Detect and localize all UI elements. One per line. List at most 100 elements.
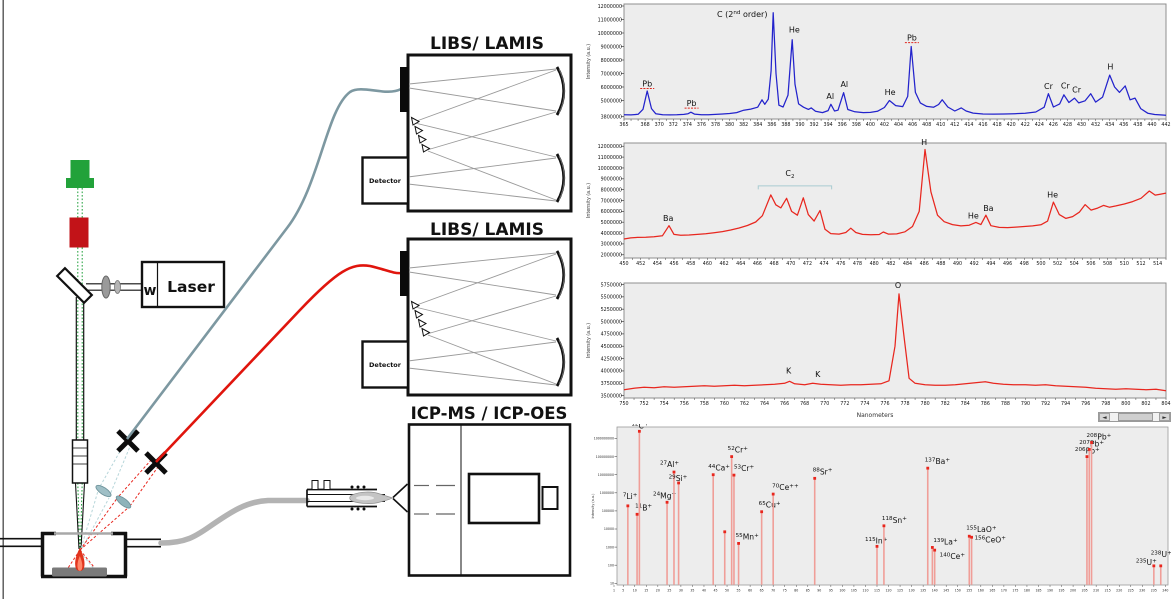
sample [52,567,107,577]
x-tick-label: 462 [719,261,728,267]
x-tick-label: 130 [909,589,915,593]
x-tick-label: 90 [817,589,821,593]
y-tick-label: 10000000 [598,166,622,172]
x-tick-label: 804 [1161,401,1170,407]
x-tick-label: 160 [978,589,984,593]
x-tick-label: 65 [760,589,764,593]
mass-peak-marker [665,500,669,504]
isotope-label: 238U+ [1151,550,1171,559]
fiber-to-spectrometer1 [125,87,402,440]
y-tick-label: 5500000 [601,295,622,301]
y-tick-label: 10000 [604,527,614,531]
y-tick-label: 1000000000 [594,437,614,441]
isotope-label: 55Mn+ [736,532,760,541]
isotope-label: 29Si+ [669,474,688,483]
x-tick-label: 758 [700,401,709,407]
wavelength-scrollbar[interactable]: ◄ ► [1098,412,1171,422]
x-tick-label: 125 [897,589,903,593]
x-tick-label: 784 [961,401,970,407]
plot-area [623,142,1167,259]
peak-annotation: H [921,138,927,147]
apparatus-diagram: w Laser [0,0,573,599]
fiber-coupler-uv [116,429,140,453]
peak-annotation: Al [840,80,848,89]
x-tick-label: 502 [1053,261,1062,267]
x-tick-label: 774 [860,401,869,407]
mass-peak-marker [933,548,937,552]
transfer-tube [158,497,310,546]
torch-gas-inlet1 [311,480,319,490]
beam-tube [75,297,85,440]
peak-annotation: K [815,370,821,379]
internal-beams [407,68,557,202]
y-tick-label: 11000000 [598,17,622,23]
laser-label: Laser [167,278,215,296]
peak-annotation: C (2nd order) [717,10,767,19]
isotope-label: 118Sn+ [882,516,907,525]
x-tick-label: 786 [981,401,990,407]
y-tick-label: 7000000 [601,71,622,77]
x-tick-label: 235 [1151,589,1157,593]
x-tick-label: 424 [1035,122,1044,128]
y-tick-label: 100 [608,563,614,567]
x-tick-label: 376 [697,122,706,128]
x-tick-label: 800 [1121,401,1130,407]
ion-detector [541,486,559,510]
x-tick-label: 756 [680,401,689,407]
x-tick-label: 15 [644,589,648,593]
isotope-label: 53Cr+ [734,464,755,473]
x-tick-label: 426 [1049,122,1058,128]
focusing-objective [71,439,89,484]
x-tick-label: 215 [1105,589,1111,593]
scroll-right-button[interactable]: ► [1159,413,1170,421]
x-tick-label: 488 [936,261,945,267]
peak-annotation: Al [826,92,834,101]
x-tick-label: 55 [737,589,741,593]
mass-peak-marker [813,476,817,480]
x-tick-label: 436 [1119,122,1128,128]
x-tick-label: 60 [748,589,752,593]
x-tick-label: 400 [866,122,875,128]
scrollbar-thumb[interactable] [1118,413,1153,421]
peak-annotation: He [1047,190,1058,199]
x-tick-label: 225 [1128,589,1134,593]
detector1-label: Detector [369,177,402,185]
mass-peak-marker [1085,455,1089,458]
detector-box [361,156,410,205]
isotope-label: 207Pb+ [1079,439,1104,448]
mass-peak-marker [637,429,641,433]
x-tick-label: 482 [886,261,895,267]
x-axis-title: Nanometers [857,412,894,419]
x-tick-label: 25 [667,589,671,593]
y-tick-label: 5000000 [601,98,622,104]
x-tick-label: 140 [932,589,938,593]
x-tick-label: 792 [1041,401,1050,407]
x-tick-label: 384 [753,122,762,128]
x-tick-label: 30 [679,589,683,593]
peak-annotation: He [968,211,979,220]
y-tick-label: 4000000 [601,369,622,375]
scroll-left-button[interactable]: ◄ [1099,413,1110,421]
mass-peak-marker [1159,564,1163,568]
y-tick-label: 5000000 [601,319,622,325]
ion-optics-dashes [414,484,455,515]
peak-annotation: Cr [1072,85,1082,94]
fiber-to-spectrometer2 [155,264,402,463]
peak-annotation: Cr [1044,82,1054,91]
turning-mirror [55,266,94,305]
plot-area [623,3,1167,120]
x-tick-label: 105 [851,589,857,593]
peak-annotation: Ba [663,214,673,223]
x-tick-label: 372 [669,122,678,128]
aerosol-outlet-pipe [126,538,161,548]
x-tick-label: 506 [1086,261,1095,267]
y-tick-label: 12000000 [598,4,622,10]
x-tick-label: 434 [1105,122,1114,128]
scrollbar-track[interactable] [1110,413,1159,421]
isotope-label: 155LaO+ [966,525,997,534]
x-tick-label: 85 [806,589,810,593]
x-tick-label: 508 [1103,261,1112,267]
y-tick-label: 4250000 [601,356,622,362]
uv-collection-cone [79,442,131,571]
